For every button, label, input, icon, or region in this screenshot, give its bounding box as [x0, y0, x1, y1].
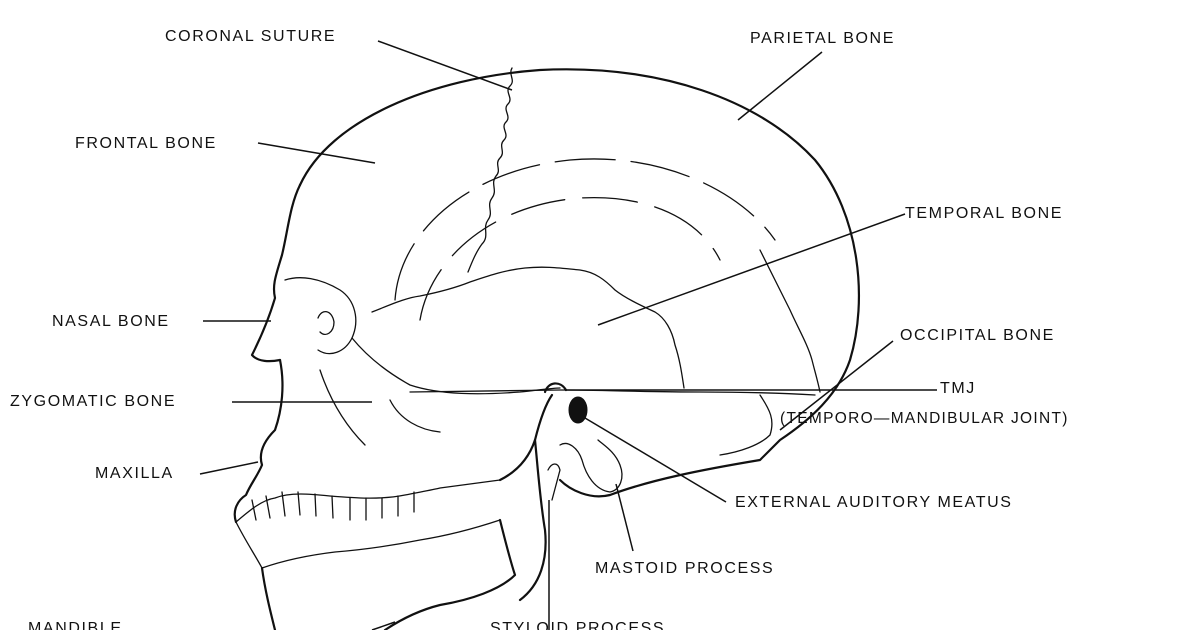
label-temporal-bone: TEMPORAL BONE	[905, 205, 1064, 222]
teeth-marks	[251, 491, 415, 521]
forehead-profile	[250, 183, 302, 363]
lower-teeth	[235, 519, 501, 569]
cheek-contours	[319, 369, 441, 446]
cranium-outline	[298, 68, 861, 498]
leader-maxilla	[199, 461, 259, 475]
orbit	[284, 277, 357, 355]
coronal-suture-line	[467, 67, 513, 273]
maxilla-profile	[233, 358, 284, 524]
upper-teeth	[235, 479, 501, 523]
leader-temporal-bone	[597, 213, 906, 326]
temporal-line-inner	[419, 196, 721, 321]
leader-frontal-bone	[257, 142, 376, 164]
leader-external-auditory-meatus	[584, 417, 727, 503]
styloid-shape	[547, 463, 561, 501]
squamosal-suture	[371, 266, 685, 389]
leader-mastoid-process	[615, 483, 634, 552]
leader-mandible	[371, 621, 396, 630]
label-tmj: TMJ	[940, 380, 976, 397]
label-maxilla: MAXILLA	[95, 465, 174, 482]
leader-coronal-suture	[377, 40, 513, 91]
label-mandible: MANDIBLE	[28, 620, 123, 630]
label-external-auditory-meatus: EXTERNAL AUDITORY MEATUS	[735, 494, 1013, 511]
mastoid-process-shape	[559, 439, 623, 493]
label-tmj-full: (TEMPORO—MANDIBULAR JOINT)	[780, 410, 1069, 427]
label-parietal-bone: PARIETAL BONE	[750, 30, 895, 47]
mandible-outline	[260, 393, 554, 630]
occipital-lower	[719, 394, 773, 456]
label-occipital-bone: OCCIPITAL BONE	[900, 327, 1055, 344]
leader-occipital-bone	[779, 340, 894, 431]
auditory-meatus-dot	[568, 396, 588, 424]
leader-parietal-bone	[737, 51, 823, 121]
label-coronal-suture: CORONAL SUTURE	[165, 28, 337, 45]
label-nasal-bone: NASAL BONE	[52, 313, 170, 330]
tmj-condyle	[543, 382, 568, 394]
ramus	[518, 438, 547, 602]
zygomatic-arch	[351, 337, 561, 395]
lambdoid-suture	[759, 249, 821, 393]
orbit-inner	[317, 311, 335, 336]
label-mastoid-process: MASTOID PROCESS	[595, 560, 775, 577]
label-styloid-process: STYLOID PROCESS	[490, 620, 666, 630]
label-zygomatic-bone: ZYGOMATIC BONE	[10, 393, 177, 410]
temporal-line-outer	[394, 158, 776, 301]
label-frontal-bone: FRONTAL BONE	[75, 135, 217, 152]
